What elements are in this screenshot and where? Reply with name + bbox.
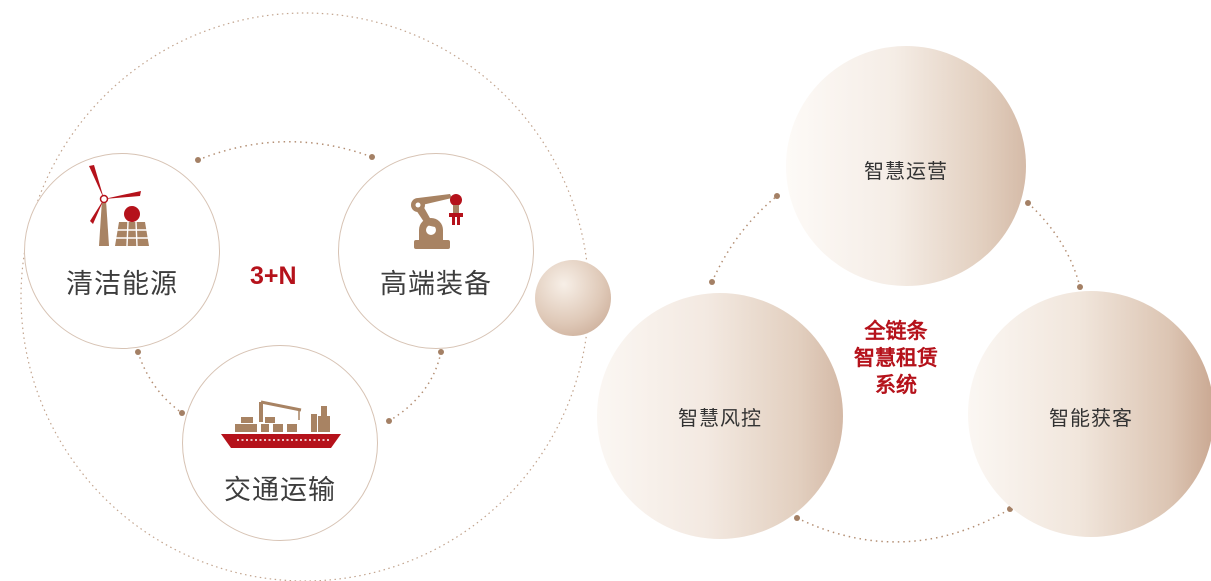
node-smart-operation: 智慧运营 <box>786 46 1026 286</box>
arc-dot <box>386 418 392 424</box>
connector-sphere <box>535 260 611 336</box>
arc-dot <box>1025 200 1031 206</box>
arc-dot <box>195 157 201 163</box>
arc-dot <box>709 279 715 285</box>
arc-top <box>197 141 373 161</box>
node-high-end-equipment: 高端装备 <box>338 153 534 349</box>
arc-dot <box>135 349 141 355</box>
arc-bottom <box>796 508 1011 543</box>
node-label-smart-operation: 智慧运营 <box>864 159 948 183</box>
arc-upper-left <box>711 195 778 283</box>
node-smart-customer-acquisition: 智能获客 <box>968 291 1211 537</box>
arc-dot <box>369 154 375 160</box>
center-label-line: 全链条 <box>864 319 928 343</box>
node-smart-risk-control: 智慧风控 <box>597 293 843 539</box>
arc-dot <box>794 515 800 521</box>
node-label-clean-energy: 清洁能源 <box>66 269 178 300</box>
arc-upper-right <box>1027 202 1081 288</box>
node-label-smart-risk-control: 智慧风控 <box>678 406 762 430</box>
node-clean-energy: 清洁能源 <box>24 153 220 349</box>
arc-dot <box>774 193 780 199</box>
node-label-smart-customer-acquisition: 智能获客 <box>1049 406 1133 430</box>
arc-dot <box>438 349 444 355</box>
center-label-3n: 3+N <box>250 262 297 290</box>
arc-left <box>137 351 183 414</box>
node-transportation: 交通运输 <box>182 345 378 541</box>
arc-dot <box>179 410 185 416</box>
center-label-line: 系统 <box>875 373 917 397</box>
center-label-leasing-system: 全链条 智慧租赁 系统 <box>836 318 956 399</box>
wind-turbine-solar-icon <box>89 165 149 247</box>
robotic-arm-icon <box>411 194 463 249</box>
center-label-line: 智慧租赁 <box>854 346 938 370</box>
node-label-high-end-equipment: 高端装备 <box>380 269 492 300</box>
arc-right <box>388 351 442 422</box>
cargo-ship-icon <box>221 400 341 448</box>
arc-dot <box>1077 284 1083 290</box>
node-label-transportation: 交通运输 <box>224 475 336 506</box>
